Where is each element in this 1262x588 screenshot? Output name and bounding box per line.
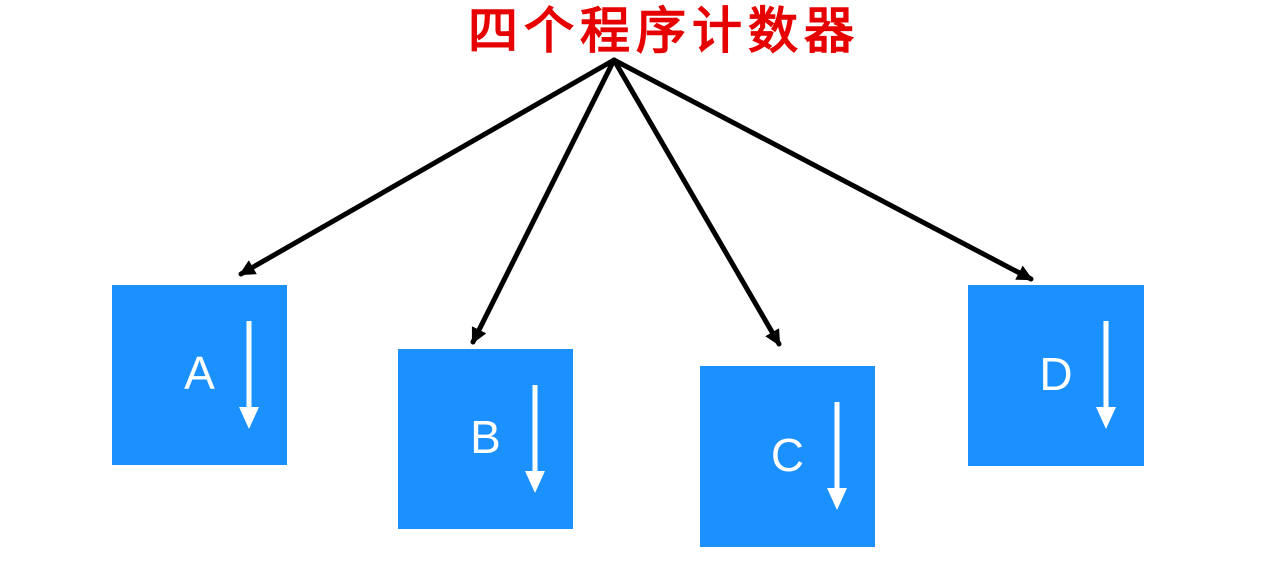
connector-arrow-a <box>238 57 617 277</box>
connector-arrow-c <box>611 57 782 347</box>
pc-box-c: C <box>700 366 875 547</box>
down-arrow-icon <box>239 321 259 429</box>
pc-box-b: B <box>398 349 573 529</box>
pc-box-label: D <box>1039 347 1073 400</box>
pc-box-a: A <box>112 285 287 465</box>
pc-box-label: B <box>470 411 501 464</box>
pc-box-d: D <box>968 285 1144 466</box>
down-arrow-icon <box>827 402 847 511</box>
down-arrow-icon <box>525 385 545 493</box>
diagram-title: 四个程序计数器 <box>468 3 860 59</box>
connector-arrow-d <box>611 57 1034 282</box>
connector-arrow-b <box>470 57 617 345</box>
pc-box-label: C <box>770 428 805 481</box>
pc-box-label: A <box>184 347 215 400</box>
down-arrow-icon <box>1095 321 1116 430</box>
